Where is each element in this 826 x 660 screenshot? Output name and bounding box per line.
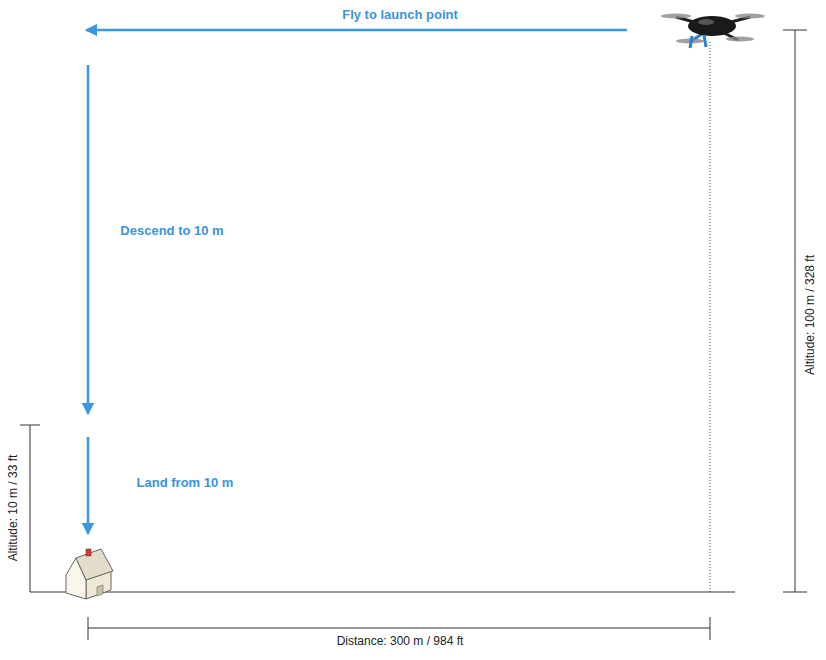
drone-rotor — [661, 14, 691, 19]
step-label: Fly to launch point — [342, 8, 458, 22]
drone-body — [688, 16, 736, 36]
ground-line — [30, 592, 735, 593]
drone-rotor — [735, 14, 765, 19]
step-label: Land from 10 m — [137, 476, 234, 490]
step-label: Descend to 10 m — [120, 224, 223, 238]
house-door — [97, 585, 103, 596]
dimension-label: Altitude: 100 m / 328 ft — [804, 255, 817, 375]
dimension-tick — [783, 592, 807, 593]
drone-leg — [704, 35, 706, 47]
drone-icon — [661, 14, 765, 49]
drone-body — [698, 19, 714, 25]
dimension-line — [88, 628, 710, 629]
drone-leg — [690, 36, 692, 48]
drop-line — [710, 42, 711, 592]
house-chimney — [86, 549, 91, 556]
dimension-line — [30, 425, 31, 592]
dimension-tick — [783, 30, 807, 31]
dimension-tick — [20, 425, 40, 426]
flight-arrow — [87, 65, 90, 414]
flight-arrow — [86, 29, 627, 32]
dimension-line — [795, 30, 796, 592]
dimension-tick — [710, 617, 711, 640]
drone-rotor — [726, 37, 754, 42]
house-roof — [76, 549, 113, 580]
dimension-label: Altitude: 10 m / 33 ft — [7, 455, 20, 562]
dimension-tick — [88, 617, 89, 640]
house-icon — [66, 549, 113, 599]
dimension-label: Distance: 300 m / 984 ft — [337, 635, 464, 648]
flight-arrow — [87, 437, 90, 534]
